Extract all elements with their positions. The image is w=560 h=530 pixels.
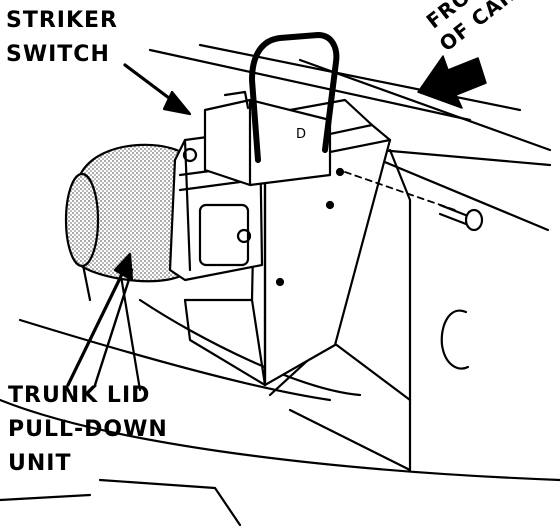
callout-leaders bbox=[66, 63, 192, 387]
trunk-lid-pulldown-label-line-3: UNIT bbox=[8, 451, 72, 476]
trunk-lid-pulldown-label-line-2: PULL-DOWN bbox=[8, 417, 168, 442]
striker-switch-label: STRIKER SWITCH bbox=[6, 4, 118, 72]
striker-switch-label-line-1: STRIKER bbox=[6, 8, 118, 33]
trunk-lid-pulldown-label: TRUNK LID PULL-DOWN UNIT bbox=[8, 379, 168, 481]
bracket-holes bbox=[275, 167, 345, 287]
latch-letter-mark: D bbox=[296, 127, 306, 142]
body-opening-c bbox=[440, 309, 470, 370]
latch-housing: D bbox=[203, 90, 374, 187]
mounting-bolt bbox=[438, 203, 484, 232]
striker-switch-label-line-2: SWITCH bbox=[6, 42, 110, 67]
front-of-car-arrow bbox=[417, 55, 487, 109]
alignment-line bbox=[344, 171, 456, 211]
pulldown-motor bbox=[64, 143, 192, 283]
striker-loop bbox=[249, 32, 340, 163]
trunk-lid-pulldown-label-line-1: TRUNK LID bbox=[8, 383, 151, 408]
